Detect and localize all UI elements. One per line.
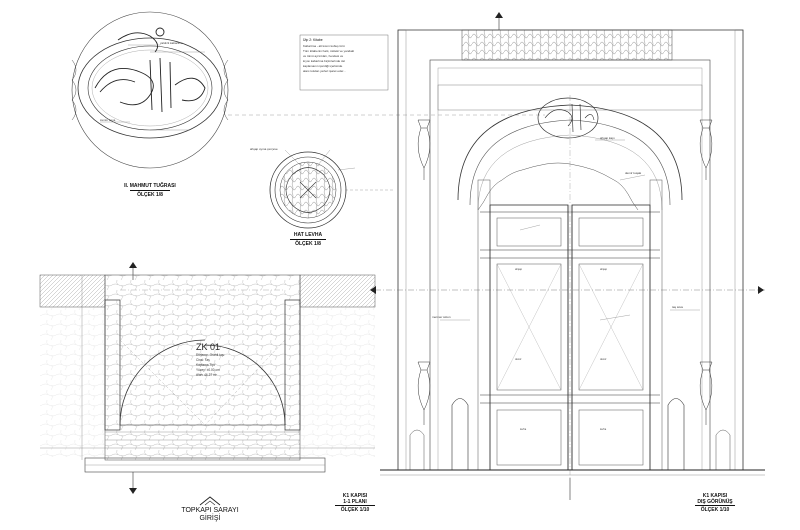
logo-line-2: GİRİŞİ	[199, 515, 221, 522]
callout: taş söve	[672, 305, 684, 309]
plan-title: K1 KAPISI	[342, 493, 368, 499]
hat-scale: ÖLÇEK 1/8	[290, 239, 326, 247]
zk-line: Cinsi: Taş	[196, 358, 210, 362]
plan-1-1	[39, 262, 376, 494]
logo-line-1: TOPKAPI SARAYI	[181, 507, 239, 514]
plan-subtitle: 1-1 PLANI	[343, 499, 367, 505]
svg-text:demir: demir	[600, 357, 607, 361]
note-line: alanı tutulan yerleri işaret eder...	[303, 69, 346, 73]
svg-text:levha: levha	[520, 427, 527, 431]
hat-title: HAT LEVHA	[293, 232, 323, 238]
svg-text:ahşap oyma çerçeve: ahşap oyma çerçeve	[250, 147, 278, 151]
tugra-detail: yaldızlı kabartma zemin boya	[71, 11, 229, 169]
lamp-right-bottom	[699, 361, 713, 425]
note-line: Tüm kitabenin hattı, üstteki ve yandaki	[303, 49, 354, 53]
door-leaf-left	[489, 204, 569, 471]
plan-wall-left	[39, 274, 106, 308]
svg-text:zemin boya: zemin boya	[100, 118, 116, 122]
lamp-right-top	[699, 119, 713, 180]
elevation-scale: ÖLÇEK 1/10	[695, 505, 735, 513]
zk-line: Alan: 46.37 m²	[196, 373, 217, 377]
callout: mermer sütun	[432, 315, 451, 319]
svg-text:demir: demir	[515, 357, 522, 361]
tugra-title: II. MAHMUT TUĞRASI	[124, 183, 176, 189]
callout: ahşap kapı	[600, 136, 615, 140]
hat-levha-detail: ahşap oyma çerçeve	[250, 147, 395, 229]
tugra-leader-note: yaldızlı kabartma	[160, 41, 183, 45]
bollard-right	[667, 398, 685, 470]
zk-label: ZK 01 Döşeme: Granit taşı Cinsi: Taş Kap…	[196, 342, 224, 377]
svg-text:levha: levha	[600, 427, 607, 431]
elevation-subtitle: DIŞ GÖRÜNÜŞ	[697, 499, 733, 505]
note-title: Ütp 2: Kitabe	[303, 38, 323, 42]
tugra-frame-circle	[71, 11, 229, 169]
plan-door-swing-right	[204, 344, 286, 426]
elevation-frieze	[461, 29, 673, 61]
note-block: Ütp 2: Kitabe Kabartma - alt kısım kubuş…	[299, 34, 389, 91]
zk-line: Döşeme: Granit taşı	[196, 353, 224, 357]
tugra-scale: ÖLÇEK 1/8	[130, 190, 170, 198]
callout: demir kuşak	[625, 171, 642, 175]
elevation-arch	[457, 104, 683, 201]
svg-text:ahşap: ahşap	[600, 267, 608, 271]
bollard-left	[451, 398, 469, 470]
door-elevation: ahşap kapı demir kuşak taş söve mermer s…	[370, 12, 765, 500]
note-line: ve tümü ayrıntıları, hendesi ve	[303, 54, 344, 58]
plan-wall-right	[299, 274, 376, 308]
tugra-outer-oval	[77, 37, 223, 139]
note-line: kıyısı kabartma biçimlerinde üst	[303, 59, 345, 63]
note-line: Kabartma - alt kısım kubuş türü	[303, 44, 345, 48]
plan-stone-floor	[104, 274, 301, 461]
tugra-calligraphy	[94, 27, 206, 113]
note-line: kaplamanın içerdiği içerisinde	[303, 64, 343, 68]
lamp-left-bottom	[417, 361, 431, 425]
elevation-title: K1 KAPISI	[702, 493, 728, 499]
svg-text:ahşap: ahşap	[515, 267, 523, 271]
plan-scale: ÖLÇEK 1/10	[335, 505, 375, 513]
zk-code: ZK 01	[196, 342, 220, 352]
topkapi-logo	[199, 496, 221, 506]
elevation-tugra-medallion	[537, 97, 599, 139]
zk-line: Yüzey: ±0.00 cm	[196, 368, 220, 372]
door-leaf-right	[571, 204, 651, 471]
lamp-left-top	[417, 119, 431, 180]
zk-line: Kaplama Tipi:	[196, 363, 215, 367]
